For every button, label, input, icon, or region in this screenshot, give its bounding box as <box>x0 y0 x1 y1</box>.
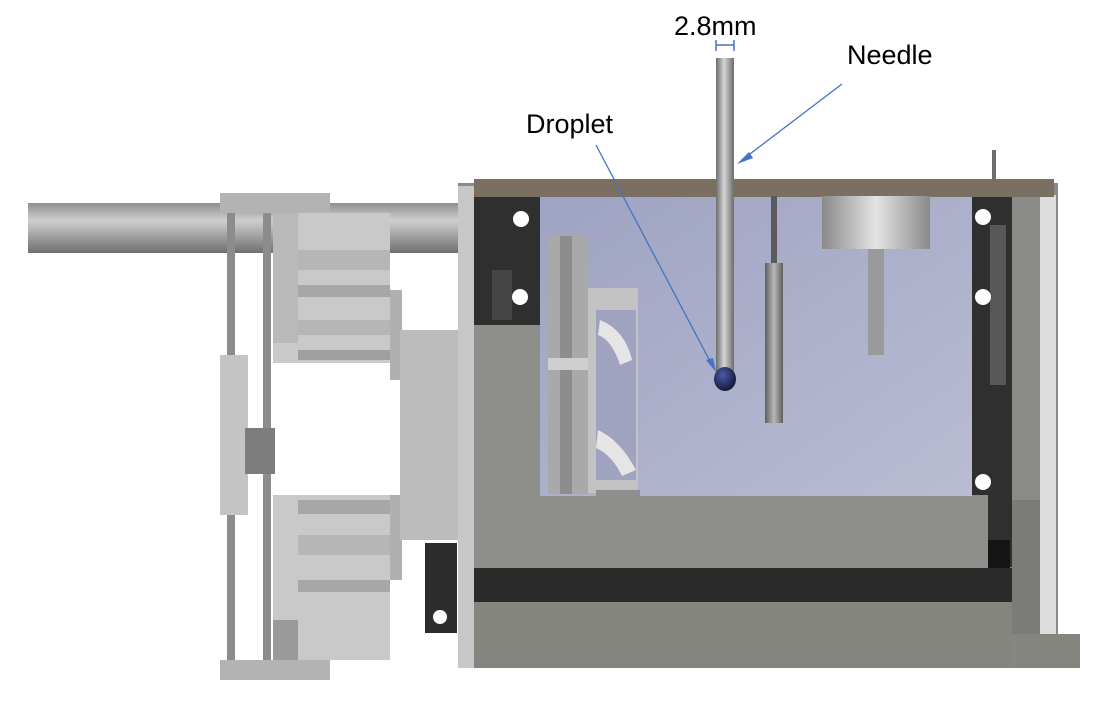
annotation-arrows <box>595 83 843 372</box>
cylinder <box>822 196 930 249</box>
droplet-arrow <box>595 144 713 366</box>
dark-base-band <box>474 568 1016 602</box>
inner-components <box>765 196 930 423</box>
droplet-shape <box>714 367 736 391</box>
fan-assembly <box>548 236 640 498</box>
needle-arrow <box>741 83 843 161</box>
needle <box>714 58 736 391</box>
scale-marker <box>715 40 735 51</box>
needle-label: Needle <box>847 40 933 70</box>
droplet-label: Droplet <box>526 109 614 139</box>
lid <box>474 179 1054 197</box>
scale-label: 2.8mm <box>674 11 757 41</box>
